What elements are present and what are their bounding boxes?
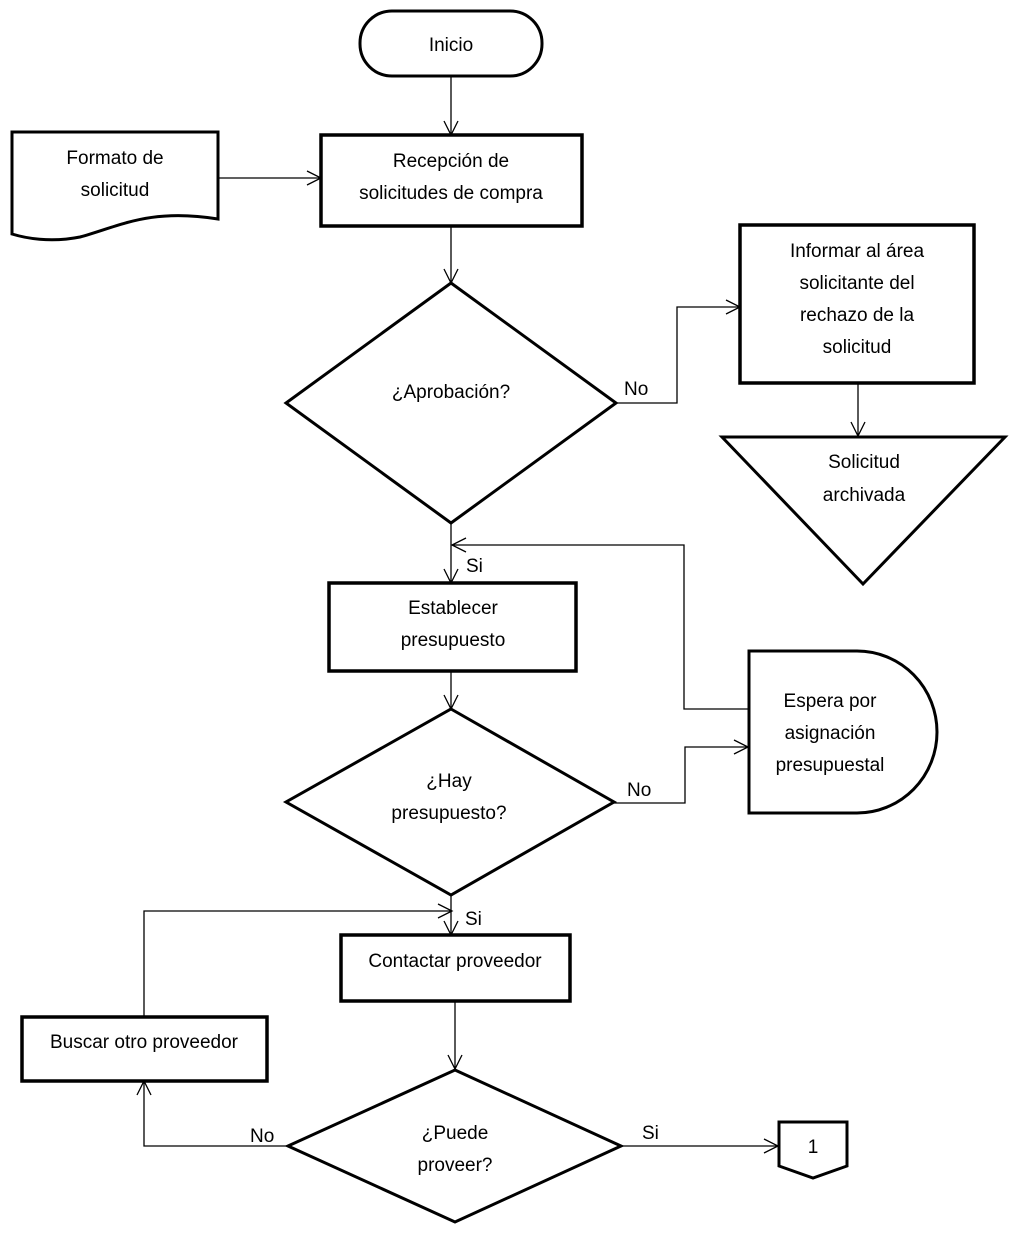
process-shape	[339, 933, 572, 1003]
puede-label-1: ¿Puede	[422, 1123, 489, 1144]
informar-label-3: rechazo de la	[800, 305, 915, 326]
connector-label: 1	[808, 1137, 819, 1158]
edge-labels: No Si No Si No Si	[250, 379, 659, 1147]
node-establecer: Establecer presupuesto	[327, 581, 578, 673]
node-solicitud-archivada: Solicitud archivada	[718, 435, 1009, 587]
node-contactar: Contactar proveedor	[339, 933, 572, 1003]
edge-puede-no-buscar	[143, 1081, 288, 1147]
puede-label-2: proveer?	[418, 1155, 493, 1176]
node-puede-proveer: ¿Puede proveer?	[284, 1068, 625, 1224]
inicio-label: Inicio	[429, 35, 473, 56]
process-shape	[738, 223, 976, 385]
hay-label-1: ¿Hay	[426, 771, 472, 792]
edge-hay-no-espera	[614, 746, 748, 804]
espera-label-1: Espera por	[784, 691, 878, 712]
informar-label-2: solicitante del	[799, 273, 914, 294]
delay-shape	[747, 649, 939, 815]
formato-label-2: solicitud	[81, 180, 150, 201]
node-inicio: Inicio	[358, 9, 544, 78]
buscar-label: Buscar otro proveedor	[50, 1032, 239, 1053]
espera-label-3: presupuestal	[776, 755, 885, 776]
process-shape	[20, 1015, 269, 1083]
archivada-label-1: Solicitud	[828, 452, 900, 473]
espera-label-2: asignación	[785, 723, 876, 744]
informar-label-4: solicitud	[823, 337, 892, 358]
aprobacion-label: ¿Aprobación?	[392, 382, 510, 403]
process-shape	[327, 581, 578, 673]
establecer-label-2: presupuesto	[401, 630, 506, 651]
aprobacion-no-label: No	[624, 379, 648, 400]
node-aprobacion: ¿Aprobación?	[283, 281, 619, 525]
arrowhead-left-icon	[450, 537, 467, 553]
node-recepcion: Recepción de solicitudes de compra	[319, 133, 584, 228]
offpage-connector-shape	[777, 1120, 849, 1180]
node-espera: Espera por asignación presupuestal	[747, 649, 939, 815]
formato-label-1: Formato de	[66, 148, 163, 169]
connector-lines	[143, 76, 859, 1147]
node-informar: Informar al área solicitante del rechazo…	[738, 223, 976, 385]
contactar-label: Contactar proveedor	[368, 951, 542, 972]
edge-espera-return	[452, 544, 749, 710]
puede-si-label: Si	[642, 1123, 659, 1144]
decision-shape	[283, 281, 619, 525]
document-shape	[10, 130, 220, 242]
archivada-label-2: archivada	[823, 485, 906, 506]
informar-label-1: Informar al área	[790, 241, 925, 262]
recepcion-label-1: Recepción de	[393, 151, 509, 172]
puede-no-label: No	[250, 1126, 274, 1147]
arrowhead-right-icon	[437, 903, 454, 919]
edge-aprobacion-no-informar	[616, 306, 740, 404]
edge-buscar-return	[143, 910, 452, 1017]
node-formato-solicitud: Formato de solicitud	[10, 130, 220, 242]
recepcion-label-2: solicitudes de compra	[359, 183, 543, 204]
aprobacion-si-label: Si	[466, 556, 483, 577]
terminator-shape	[358, 9, 544, 78]
node-hay-presupuesto: ¿Hay presupuesto?	[282, 707, 618, 897]
node-offpage-connector: 1	[777, 1120, 849, 1180]
decision-shape	[282, 707, 618, 897]
node-buscar: Buscar otro proveedor	[20, 1015, 269, 1083]
process-shape	[319, 133, 584, 228]
hay-no-label: No	[627, 780, 651, 801]
hay-label-2: presupuesto?	[391, 803, 506, 824]
storage-triangle-shape	[718, 435, 1009, 587]
establecer-label-1: Establecer	[408, 598, 498, 619]
decision-shape	[284, 1068, 625, 1224]
hay-si-label: Si	[465, 909, 482, 930]
